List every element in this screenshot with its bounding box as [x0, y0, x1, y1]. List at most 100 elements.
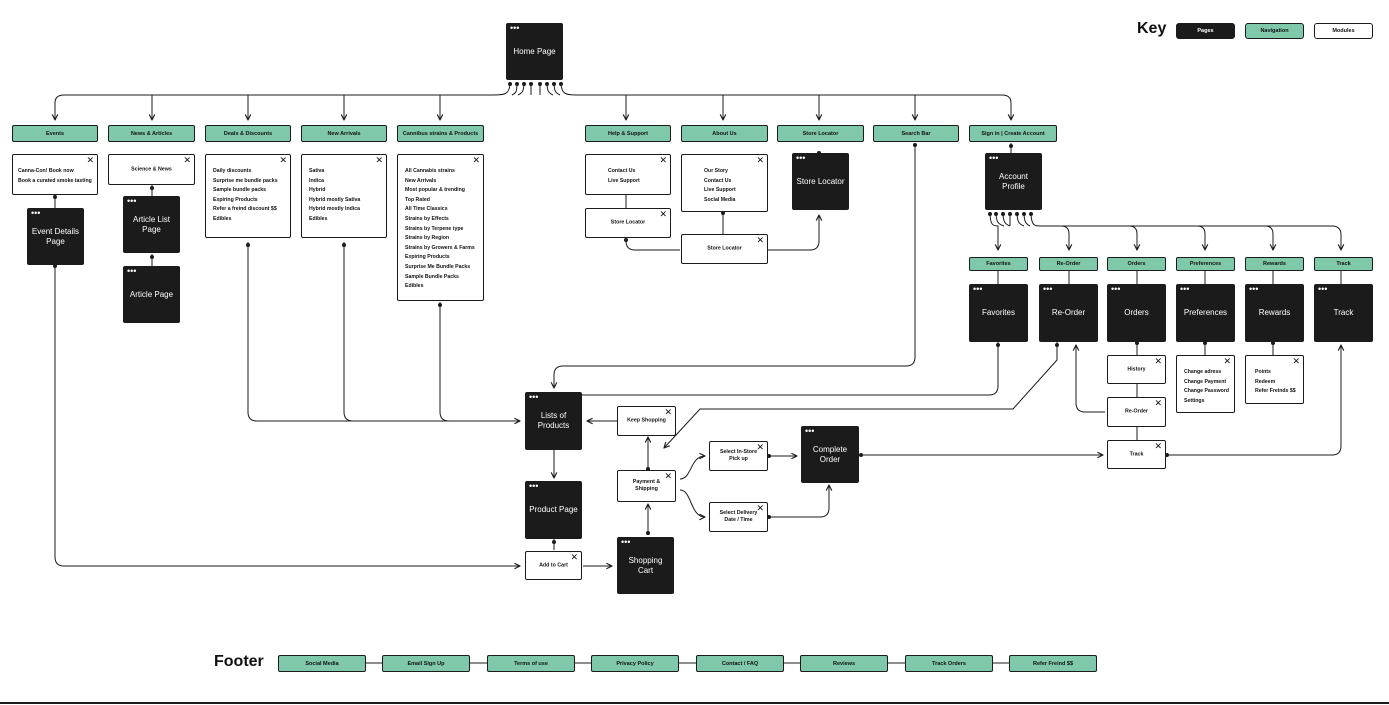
page-label: Complete Order: [812, 444, 848, 464]
module-item: Live Support: [704, 187, 736, 194]
page-label: Article List Page: [133, 214, 170, 234]
add-to-cart-module: ✕ Add to Cart: [525, 551, 582, 580]
module-title: Track: [1129, 451, 1144, 457]
window-dots-icon: •••: [805, 426, 815, 436]
window-dots-icon: •••: [1111, 284, 1121, 294]
module-item: Daily discounts: [213, 168, 252, 174]
complete-order-page-node: ••• Complete Order: [801, 426, 859, 483]
close-icon: ✕: [664, 471, 672, 481]
nav-events: Events: [12, 125, 98, 142]
module-title: Science & News: [131, 166, 172, 172]
close-icon: ✕: [659, 155, 667, 165]
delivery-module: ✕ Select Delivery Date / Time: [709, 502, 768, 532]
window-dots-icon: •••: [1249, 284, 1259, 294]
module-item: Contact Us: [704, 177, 732, 184]
window-dots-icon: •••: [973, 284, 983, 294]
preferences-module: ✕ Change adress Change Payment Change Pa…: [1176, 355, 1235, 413]
module-item: Live Support: [608, 177, 640, 184]
module-item: Hybrid mostly Sativa: [309, 196, 361, 203]
module-item: Change Password: [1184, 388, 1229, 395]
module-item: Settings: [1184, 397, 1205, 404]
module-item: Points: [1255, 369, 1271, 375]
module-item: New Arrivals: [405, 177, 437, 184]
footer-item-social-media[interactable]: Social Media: [278, 655, 366, 672]
nav-new-arrivals: New Arrivals: [301, 125, 387, 142]
close-icon: ✕: [1154, 441, 1162, 451]
module-item: Sample bundle packs: [213, 187, 267, 194]
module-item: Surprise Me Bundle Packs: [405, 263, 471, 270]
reorder-module: ✕ Re-Order: [1107, 397, 1166, 427]
page-label: Event Details Page: [31, 226, 80, 246]
home-page-label: Home Page: [513, 46, 556, 56]
module-item: Edibles: [309, 215, 328, 222]
module-item: Most popular & trending: [405, 187, 465, 194]
module-item: Expiring Products: [405, 254, 450, 261]
footer-item-contact-faq[interactable]: Contact / FAQ: [696, 655, 784, 672]
close-icon: ✕: [756, 503, 764, 513]
window-dots-icon: •••: [621, 537, 631, 547]
cannabis-module: ✕ All Cannabis strains New Arrivals Most…: [397, 154, 484, 301]
about-store-locator-module: ✕ Store Locator: [681, 234, 768, 264]
close-icon: ✕: [472, 155, 480, 165]
rewards-module: ✕ Points Redeem Refer Freinds $$: [1245, 355, 1304, 404]
module-item: Canna-Con! Book now: [18, 168, 74, 174]
footer-item-privacy[interactable]: Privacy Policy: [591, 655, 679, 672]
window-dots-icon: •••: [529, 392, 539, 402]
footer-item-terms[interactable]: Terms of use: [487, 655, 575, 672]
close-icon: ✕: [183, 155, 191, 165]
page-label: Re-Order: [1051, 308, 1086, 317]
key-title: Key: [1137, 20, 1167, 37]
preferences-page-node: ••• Preferences: [1176, 284, 1235, 342]
window-dots-icon: •••: [1318, 284, 1328, 294]
page-label: Track: [1333, 308, 1354, 317]
nav-orders: Orders: [1107, 257, 1166, 271]
module-title: Re-Order: [1125, 408, 1148, 415]
page-label: Product Page: [529, 505, 578, 514]
module-item: Edibles: [213, 215, 232, 222]
close-icon: ✕: [1154, 398, 1162, 408]
module-title: Select Delivery Date / Time: [719, 510, 758, 523]
close-icon: ✕: [86, 155, 94, 165]
footer-item-refer-friend[interactable]: Refer Freind $$: [1009, 655, 1097, 672]
module-item: Our Story: [704, 168, 728, 174]
key-navigation: Navigation: [1245, 23, 1304, 39]
module-item: Hybrid: [309, 187, 326, 194]
payment-shipping-module: ✕ Payment & Shipping: [617, 470, 676, 502]
deals-module: ✕ Daily discounts Surprise me bundle pac…: [205, 154, 291, 238]
close-icon: ✕: [1292, 356, 1300, 366]
module-item: Surprise me bundle packs: [213, 177, 278, 184]
track-module: ✕ Track: [1107, 440, 1166, 469]
reorder-page-node: ••• Re-Order: [1039, 284, 1098, 342]
module-item: Top Rated: [405, 196, 430, 203]
new-arrivals-module: ✕ Sativa Indica Hybrid Hybrid mostly Sat…: [301, 154, 387, 238]
close-icon: ✕: [756, 442, 764, 452]
footer-item-reviews[interactable]: Reviews: [800, 655, 888, 672]
footer-item-email-signup[interactable]: Email Sign Up: [382, 655, 470, 672]
nav-store-locator: Store Locator: [777, 125, 864, 142]
footer-title: Footer: [214, 653, 264, 670]
help-module: ✕ Contact Us Live Support: [585, 154, 671, 195]
module-item: Edibles: [405, 283, 424, 290]
pickup-module: ✕ Select In-Store Pick up: [709, 441, 768, 471]
nav-cannabis: Cannibus strains & Products: [397, 125, 484, 142]
track-page-node: ••• Track: [1314, 284, 1373, 342]
close-icon: ✕: [756, 235, 764, 245]
window-dots-icon: •••: [31, 208, 41, 218]
module-item: Indica: [309, 177, 324, 184]
article-list-page-node: ••• Article List Page: [123, 196, 180, 253]
nav-preferences: Preferences: [1176, 257, 1235, 271]
key-pages: Pages: [1176, 23, 1235, 39]
help-store-locator-module: ✕ Store Locator: [585, 208, 671, 238]
module-title: Add to Cart: [539, 562, 568, 568]
events-module: ✕ Canna-Con! Book now Book a curated smo…: [12, 154, 98, 195]
page-label: Orders: [1124, 308, 1149, 317]
window-dots-icon: •••: [796, 153, 806, 163]
footer-item-track-orders[interactable]: Track Orders: [905, 655, 993, 672]
rewards-page-node: ••• Rewards: [1245, 284, 1304, 342]
module-title: Payment & Shipping: [632, 479, 661, 492]
nav-reorder: Re-Order: [1039, 257, 1098, 271]
module-item: Social Media: [704, 196, 736, 203]
module-title: Select In-Store Pick up: [719, 449, 758, 462]
page-label: Store Locator: [796, 176, 845, 186]
